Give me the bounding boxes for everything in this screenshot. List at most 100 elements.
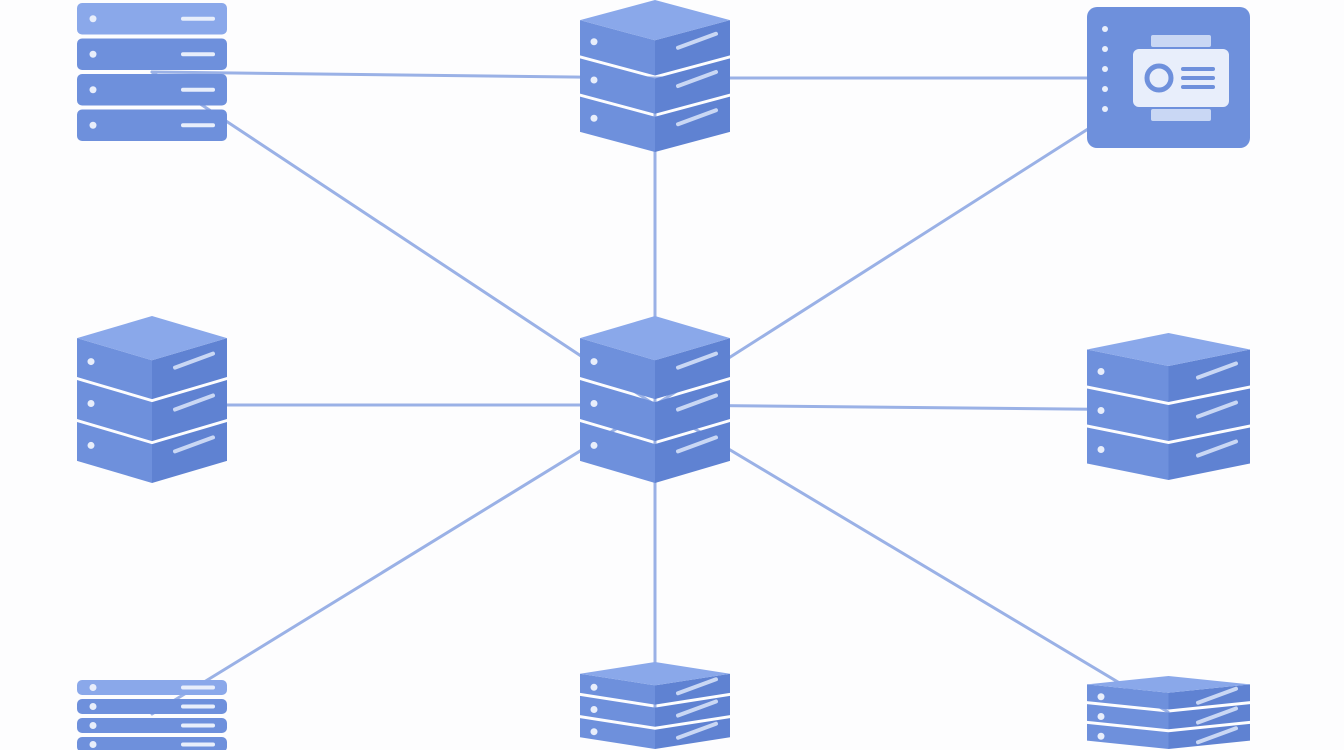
status-led-icon: [590, 400, 598, 407]
status-led-icon: [89, 722, 97, 729]
rack-slab: [77, 718, 227, 733]
server-layer-right-face: [1168, 427, 1250, 480]
drive-line-icon: [1181, 67, 1215, 71]
server-layer-left-face: [580, 20, 655, 76]
node-mid-right[interactable]: [1087, 333, 1250, 480]
rack-slab: [77, 38, 227, 70]
drive-bay-icon: [173, 393, 215, 412]
node-bottom-right[interactable]: [1087, 676, 1250, 749]
drive-bay-icon: [1196, 361, 1238, 380]
drive-bay-icon: [676, 108, 718, 127]
server-stack-icon: [1087, 333, 1250, 480]
server-layer-right-face: [1168, 349, 1250, 402]
nodes-layer: [77, 0, 1250, 750]
server-top-face: [1087, 676, 1250, 693]
status-led-icon: [1097, 446, 1105, 453]
drive-bay-icon: [181, 742, 215, 747]
drive-bay-icon: [676, 393, 718, 412]
status-led-icon: [1097, 713, 1105, 720]
server-stack-icon: [580, 662, 730, 749]
server-layer-left-face: [580, 421, 655, 483]
rack-server-icon: [77, 680, 227, 750]
drive-bay-icon: [173, 351, 215, 370]
drive-bay-icon: [181, 123, 215, 128]
status-led-icon: [89, 121, 97, 129]
status-led-icon: [87, 441, 95, 449]
server-top-face: [580, 0, 730, 41]
link-center-to-mid-right: [653, 403, 1170, 412]
server-layer-left-face: [580, 695, 655, 727]
server-layer-left-face: [580, 380, 655, 442]
rack-slab: [77, 680, 227, 695]
status-led-icon: [1102, 106, 1108, 112]
status-led-icon: [89, 703, 97, 710]
status-led-icon: [1097, 732, 1105, 740]
status-led-icon: [590, 706, 598, 713]
server-layer-left-face: [1087, 704, 1169, 730]
drive-bay-icon: [181, 16, 215, 21]
status-led-icon: [89, 15, 97, 23]
status-led-icon: [590, 441, 598, 449]
node-center[interactable]: [580, 316, 730, 483]
server-layer-left-face: [580, 58, 655, 114]
drive-line-icon: [1181, 85, 1215, 89]
link-top-right-to-center: [653, 76, 1170, 407]
rack-slab: [77, 737, 227, 750]
drive-bay-icon: [1196, 726, 1238, 745]
node-top-right[interactable]: [1087, 7, 1250, 148]
status-led-icon: [87, 358, 95, 366]
status-led-icon: [1102, 46, 1108, 52]
drive-bay-icon: [1196, 686, 1238, 705]
server-stack-icon: [77, 316, 227, 483]
status-led-icon: [87, 400, 95, 407]
server-layer-left-face: [1087, 723, 1169, 749]
server-top-face: [580, 316, 730, 361]
disk-icon: [1144, 63, 1174, 93]
drive-bay-icon: [173, 435, 215, 454]
status-led-icon: [590, 114, 598, 122]
drive-bay-icon: [676, 721, 718, 740]
server-layer-left-face: [580, 673, 655, 705]
drive-bay-icon: [181, 723, 215, 728]
status-led-icon: [89, 741, 97, 748]
status-led-icon: [590, 76, 598, 84]
rack-slab: [77, 74, 227, 106]
status-led-icon: [89, 86, 97, 94]
server-top-face: [77, 316, 227, 361]
status-led-icon: [1102, 26, 1108, 32]
server-layer-left-face: [1087, 684, 1169, 710]
drive-line-icon: [1181, 76, 1215, 80]
drive-bay-icon: [676, 699, 718, 718]
server-layer-left-face: [77, 338, 152, 400]
node-mid-left[interactable]: [77, 316, 227, 483]
drive-bay-icon: [676, 31, 718, 50]
rack-slab: [77, 3, 227, 35]
server-layer-left-face: [1087, 427, 1169, 480]
drive-top-tab: [1151, 35, 1211, 47]
status-led-icon: [1097, 368, 1105, 375]
server-layer-left-face: [580, 338, 655, 400]
node-top-left[interactable]: [77, 3, 227, 141]
node-bottom-center[interactable]: [580, 662, 730, 749]
status-led-icon: [1097, 407, 1105, 414]
rack-server-icon: [77, 3, 227, 141]
server-top-face: [1087, 333, 1250, 366]
status-led-icon: [590, 358, 598, 366]
link-center-to-bottom-right: [653, 403, 1170, 714]
server-layer-left-face: [77, 380, 152, 442]
node-top-center[interactable]: [580, 0, 730, 152]
status-led-icon: [89, 50, 97, 58]
rack-slab: [77, 699, 227, 714]
server-stack-icon: [580, 0, 730, 152]
status-led-icon: [89, 684, 97, 691]
drive-bay-icon: [1196, 706, 1238, 725]
link-top-left-to-top-center: [150, 70, 657, 80]
server-layer-right-face: [1168, 388, 1250, 441]
status-led-icon: [1097, 693, 1105, 701]
drive-bottom-tab: [1151, 109, 1211, 121]
node-bottom-left[interactable]: [77, 680, 227, 750]
server-layer-left-face: [1087, 388, 1169, 441]
drive-bay-icon: [676, 677, 718, 696]
server-layer-left-face: [580, 96, 655, 152]
status-led-icon: [1102, 66, 1108, 72]
